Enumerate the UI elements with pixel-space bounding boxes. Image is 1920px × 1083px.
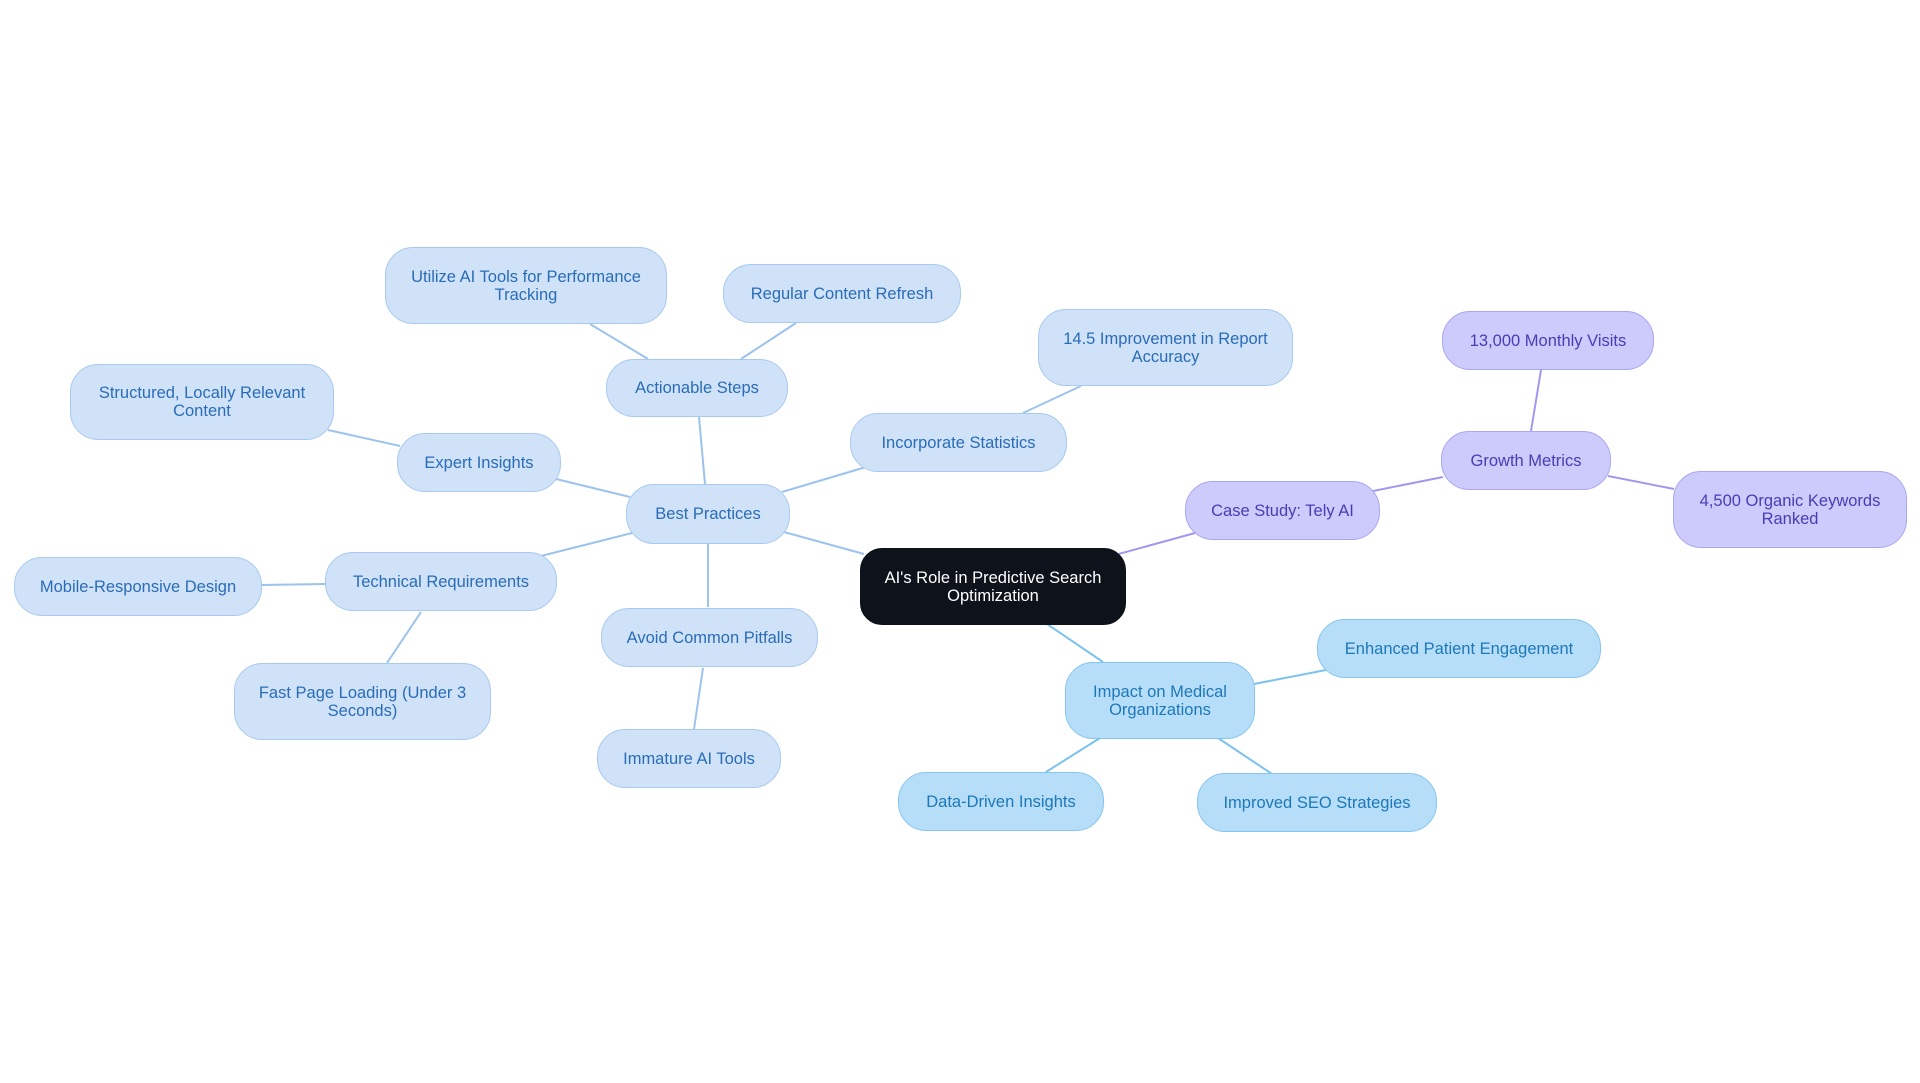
monthly-visits-node[interactable]: 13,000 Monthly Visits <box>1442 311 1654 370</box>
organic-keywords-label: 4,500 Organic Keywords Ranked <box>1699 491 1881 528</box>
expert-insights-label: Expert Insights <box>424 453 534 472</box>
structured-content-node[interactable]: Structured, Locally Relevant Content <box>70 364 334 440</box>
avoid-common-pitfalls-label: Avoid Common Pitfalls <box>626 628 793 647</box>
utilize-ai-tools-label: Utilize AI Tools for Performance Trackin… <box>411 267 641 304</box>
technical-requirements-label: Technical Requirements <box>352 572 530 591</box>
immature-ai-tools-node[interactable]: Immature AI Tools <box>597 729 781 788</box>
edge-impact-enhanced-engagement <box>1253 669 1327 685</box>
edge-impact-improved-seo <box>1217 737 1273 775</box>
edge-expert-insights-structured-content <box>327 429 401 447</box>
data-driven-insights-node[interactable]: Data-Driven Insights <box>898 772 1104 831</box>
edge-technical-requirements-fast-loading <box>386 611 422 664</box>
growth-metrics-node[interactable]: Growth Metrics <box>1441 431 1611 490</box>
improved-seo-strategies-label: Improved SEO Strategies <box>1223 793 1411 812</box>
structured-content-label: Structured, Locally Relevant Content <box>98 384 306 420</box>
impact-medical-organizations-label: Impact on Medical Organizations <box>1093 682 1227 719</box>
fast-page-loading-node[interactable]: Fast Page Loading (Under 3 Seconds) <box>234 663 491 740</box>
actionable-steps-label: Actionable Steps <box>635 379 759 397</box>
edge-actionable-steps-content-refresh <box>740 322 797 360</box>
best-practices-label: Best Practices <box>655 505 761 523</box>
enhanced-patient-engagement-node[interactable]: Enhanced Patient Engagement <box>1317 619 1601 678</box>
enhanced-patient-engagement-label: Enhanced Patient Engagement <box>1344 639 1574 658</box>
edge-root-best-practices <box>783 531 865 555</box>
case-study-label: Case Study: Tely AI <box>1211 501 1354 520</box>
regular-content-refresh-label: Regular Content Refresh <box>750 284 934 303</box>
best-practices-node[interactable]: Best Practices <box>626 484 790 544</box>
improvement-report-accuracy-node[interactable]: 14.5 Improvement in Report Accuracy <box>1038 309 1293 386</box>
data-driven-insights-label: Data-Driven Insights <box>926 792 1076 811</box>
improved-seo-strategies-node[interactable]: Improved SEO Strategies <box>1197 773 1437 832</box>
edge-best-practices-technical-requirements <box>540 532 633 557</box>
incorporate-statistics-node[interactable]: Incorporate Statistics <box>850 413 1067 472</box>
root-node[interactable]: AI's Role in Predictive Search Optimizat… <box>860 548 1126 625</box>
technical-requirements-node[interactable]: Technical Requirements <box>325 552 557 611</box>
mobile-responsive-design-node[interactable]: Mobile-Responsive Design <box>14 557 262 616</box>
edge-best-practices-actionable-steps <box>698 416 706 485</box>
incorporate-statistics-label: Incorporate Statistics <box>881 433 1036 452</box>
edge-avoid-pitfalls-immature-ai <box>693 667 704 730</box>
case-study-node[interactable]: Case Study: Tely AI <box>1185 481 1380 540</box>
edge-impact-data-driven <box>1045 737 1101 773</box>
edge-case-study-growth-metrics <box>1372 476 1444 492</box>
monthly-visits-label: 13,000 Monthly Visits <box>1469 331 1627 350</box>
edge-root-case-study <box>1114 532 1196 556</box>
avoid-common-pitfalls-node[interactable]: Avoid Common Pitfalls <box>601 608 818 667</box>
edge-best-practices-expert-insights <box>555 478 631 498</box>
organic-keywords-node[interactable]: 4,500 Organic Keywords Ranked <box>1673 471 1907 548</box>
edge-best-practices-incorporate-statistics <box>781 466 867 493</box>
edge-growth-metrics-monthly-visits <box>1530 369 1542 432</box>
improvement-report-accuracy-label: 14.5 Improvement in Report Accuracy <box>1063 329 1268 366</box>
growth-metrics-label: Growth Metrics <box>1470 451 1582 470</box>
fast-page-loading-label: Fast Page Loading (Under 3 Seconds) <box>258 683 467 720</box>
immature-ai-tools-label: Immature AI Tools <box>623 749 755 768</box>
impact-medical-organizations-node[interactable]: Impact on Medical Organizations <box>1065 662 1255 739</box>
actionable-steps-node[interactable]: Actionable Steps <box>606 359 788 417</box>
edge-technical-requirements-mobile <box>261 583 326 586</box>
mobile-responsive-design-label: Mobile-Responsive Design <box>39 577 237 596</box>
edge-incorporate-statistics-improvement <box>1022 385 1082 414</box>
root-node-label: AI's Role in Predictive Search Optimizat… <box>884 568 1102 605</box>
expert-insights-node[interactable]: Expert Insights <box>397 433 561 492</box>
edge-actionable-steps-utilize-ai-tools <box>589 323 649 360</box>
edge-root-impact <box>1046 623 1104 663</box>
regular-content-refresh-node[interactable]: Regular Content Refresh <box>723 264 961 323</box>
edge-growth-metrics-organic-keywords <box>1607 475 1675 490</box>
utilize-ai-tools-node[interactable]: Utilize AI Tools for Performance Trackin… <box>385 247 667 324</box>
